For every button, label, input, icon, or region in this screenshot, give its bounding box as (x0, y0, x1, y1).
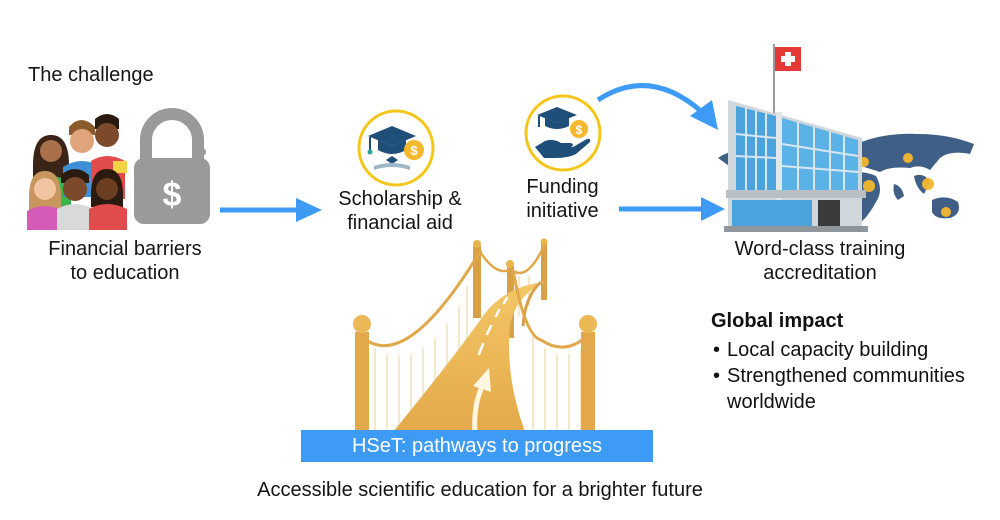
arrow-funding-curve (596, 83, 718, 130)
scholarship-caption-line2: financial aid (347, 212, 453, 234)
global-impact-title: Global impact (711, 310, 844, 332)
students-group-icon (27, 114, 127, 230)
svg-text:$: $ (410, 143, 418, 158)
dollar-padlock-icon: $ (134, 108, 210, 224)
hset-banner: HSeT: pathways to progress (301, 430, 653, 462)
accreditation-caption-line2: accreditation (763, 262, 877, 284)
arrow-challenge-to-scholarship (220, 198, 322, 222)
funding-caption: Funding initiative (500, 175, 625, 223)
hand-cap-coin-icon: $ (524, 94, 602, 172)
accreditation-caption: Word-class training accreditation (715, 237, 925, 285)
global-impact-bullet: Strengthened communities worldwide (711, 363, 997, 415)
global-impact-list: Local capacity building Strengthened com… (711, 337, 996, 415)
graduation-cap-coin-icon: $ (357, 109, 435, 187)
challenge-caption: Financial barriers to education (20, 237, 230, 285)
global-impact: Global impact Local capacity building St… (711, 309, 996, 415)
tagline: Accessible scientific education for a br… (257, 479, 703, 501)
accreditation-caption-line1: Word-class training (734, 238, 906, 260)
funding-caption-line2: initiative (526, 200, 599, 222)
challenge-caption-line2: to education (70, 262, 180, 284)
scholarship-caption: Scholarship & financial aid (320, 187, 480, 235)
global-impact-bullet: Local capacity building (711, 337, 996, 363)
funding-caption-line1: Funding (526, 176, 599, 198)
svg-text:$: $ (576, 123, 583, 137)
svg-text:$: $ (163, 176, 182, 214)
challenge-heading: The challenge (28, 64, 154, 86)
scholarship-caption-line1: Scholarship & (338, 188, 462, 210)
golden-bridge-icon (353, 238, 597, 433)
challenge-caption-line1: Financial barriers (48, 238, 202, 260)
swiss-flag-building-icon (724, 44, 868, 232)
arrow-funding-straight (619, 197, 725, 221)
